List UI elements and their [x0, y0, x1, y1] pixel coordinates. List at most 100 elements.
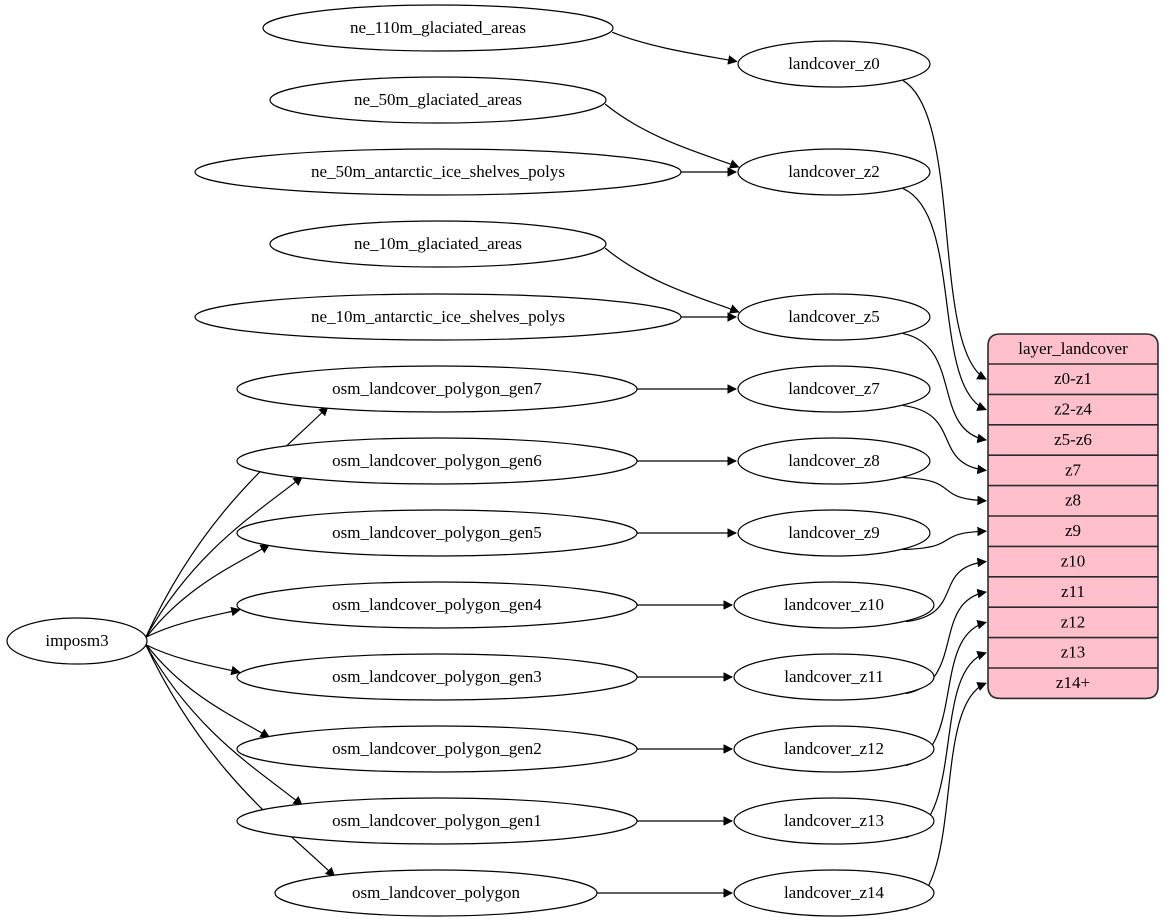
natural-earth-node-ne_50m_antarctic_ice_shelves_polys[interactable]: ne_50m_antarctic_ice_shelves_polys: [194, 148, 682, 196]
table-row-label: z5-z6: [1054, 430, 1092, 449]
edge-imposm3-to-osm_landcover_polygon_gen3: [146, 644, 241, 676]
node-label: ne_110m_glaciated_areas: [350, 18, 526, 37]
node-ellipse: [737, 365, 931, 413]
table-row-label: z11: [1061, 582, 1085, 601]
natural-earth-node-ne_110m_glaciated_areas[interactable]: ne_110m_glaciated_areas: [262, 4, 614, 52]
landcover-layer-node-landcover_z14[interactable]: landcover_z14: [733, 869, 935, 917]
landcover-layer-node-landcover_z2[interactable]: landcover_z2: [737, 148, 931, 196]
edge-imposm3-to-osm_landcover_polygon_gen6: [145, 476, 303, 638]
natural-earth-node-ne_10m_antarctic_ice_shelves_polys[interactable]: ne_10m_antarctic_ice_shelves_polys: [194, 293, 682, 341]
node-ellipse: [733, 869, 935, 917]
node-label: imposm3: [45, 631, 108, 650]
table-title: layer_landcover: [1018, 339, 1128, 358]
landcover-layer-node-landcover_z0[interactable]: landcover_z0: [737, 40, 931, 88]
landcover-layer-node-landcover_z10[interactable]: landcover_z10: [733, 581, 935, 629]
table-row-label: z7: [1065, 460, 1082, 479]
node-ellipse: [236, 437, 638, 485]
osm-source-node-osm_landcover_polygon_gen5[interactable]: osm_landcover_polygon_gen5: [236, 509, 638, 557]
node-ellipse: [236, 797, 638, 845]
node-label: landcover_z7: [788, 379, 880, 398]
node-ellipse: [236, 581, 638, 629]
edge-layer: [145, 31, 987, 911]
table-row-label: z12: [1061, 612, 1086, 631]
node-label: landcover_z13: [784, 811, 884, 830]
table-row[interactable]: [988, 546, 1158, 576]
node-ellipse: [737, 148, 931, 196]
table-row-label: z9: [1065, 521, 1081, 540]
edge-imposm3-to-osm_landcover_polygon_gen2: [146, 644, 271, 738]
table-row[interactable]: [988, 607, 1158, 637]
node-label: landcover_z5: [788, 307, 880, 326]
node-label: ne_10m_antarctic_ice_shelves_polys: [311, 307, 565, 326]
landcover-layer-node-landcover_z13[interactable]: landcover_z13: [733, 797, 935, 845]
table-row[interactable]: [988, 577, 1158, 607]
table-row[interactable]: [988, 455, 1158, 485]
edge-landcover_z5-to-z5-z6: [902, 332, 987, 444]
edge-landcover_z8-to-z8: [903, 476, 987, 506]
node-layer: imposm3 ne_110m_glaciated_areas ne_50m_gla…: [6, 4, 935, 917]
osm-source-node-osm_landcover_polygon_gen3[interactable]: osm_landcover_polygon_gen3: [236, 653, 638, 701]
edge-ne_50m_glaciated_areas-to-landcover_z2: [604, 103, 740, 169]
landcover-layer-node-landcover_z9[interactable]: landcover_z9: [737, 509, 931, 557]
osm-source-node-osm_landcover_polygon[interactable]: osm_landcover_polygon: [274, 869, 598, 917]
node-ellipse: [737, 293, 931, 341]
node-ellipse: [269, 76, 607, 124]
landcover-layer-node-landcover_z7[interactable]: landcover_z7: [737, 365, 931, 413]
node-ellipse: [194, 148, 682, 196]
table-row[interactable]: [988, 668, 1158, 698]
node-label: landcover_z2: [788, 162, 880, 181]
natural-earth-node-ne_10m_glaciated_areas[interactable]: ne_10m_glaciated_areas: [269, 220, 607, 268]
osm-source-node-osm_landcover_polygon_gen4[interactable]: osm_landcover_polygon_gen4: [236, 581, 638, 629]
node-label: landcover_z12: [784, 739, 884, 758]
source-node-imposm3[interactable]: imposm3: [6, 617, 148, 665]
node-label: landcover_z11: [784, 667, 883, 686]
natural-earth-node-ne_50m_glaciated_areas[interactable]: ne_50m_glaciated_areas: [269, 76, 607, 124]
edge-landcover_z14-to-z14+: [905, 682, 987, 911]
landcover-layer-node-landcover_z11[interactable]: landcover_z11: [733, 653, 935, 701]
edge-imposm3-to-osm_landcover_polygon_gen1: [145, 644, 303, 806]
node-ellipse: [194, 293, 682, 341]
edge-ne_10m_glaciated_areas-to-landcover_z5: [604, 247, 740, 314]
edge-imposm3-to-osm_landcover_polygon_gen7: [145, 406, 329, 638]
table-row[interactable]: [988, 425, 1158, 455]
landcover-layer-node-landcover_z8[interactable]: landcover_z8: [737, 437, 931, 485]
table-row-label: z13: [1061, 643, 1086, 662]
table-row-label: z14+: [1056, 673, 1090, 692]
node-ellipse: [236, 509, 638, 557]
node-ellipse: [269, 220, 607, 268]
table-row[interactable]: [988, 486, 1158, 516]
layer-landcover-table: layer_landcoverz0-z1z2-z4z5-z6z7z8z9z10z…: [987, 333, 1159, 700]
edge-imposm3-to-osm_landcover_polygon: [145, 644, 336, 878]
edge-landcover_z0-to-z0-z1: [902, 80, 987, 380]
landcover-layer-node-landcover_z5[interactable]: landcover_z5: [737, 293, 931, 341]
node-ellipse: [274, 869, 598, 917]
osm-source-node-osm_landcover_polygon_gen2[interactable]: osm_landcover_polygon_gen2: [236, 725, 638, 773]
edge-landcover_z2-to-z2-z4: [902, 188, 987, 411]
table-row[interactable]: [988, 516, 1158, 546]
node-ellipse: [236, 653, 638, 701]
osm-source-node-osm_landcover_polygon_gen1[interactable]: osm_landcover_polygon_gen1: [236, 797, 638, 845]
node-label: osm_landcover_polygon_gen1: [332, 811, 542, 830]
osm-source-node-osm_landcover_polygon_gen6[interactable]: osm_landcover_polygon_gen6: [236, 437, 638, 485]
node-label: osm_landcover_polygon_gen2: [332, 739, 542, 758]
node-label: landcover_z9: [788, 523, 880, 542]
node-ellipse: [733, 725, 935, 773]
node-ellipse: [6, 617, 148, 665]
node-label: landcover_z8: [788, 451, 880, 470]
table-row[interactable]: [988, 364, 1158, 394]
node-label: ne_50m_glaciated_areas: [354, 90, 522, 109]
node-label: osm_landcover_polygon_gen4: [332, 595, 542, 614]
table-row[interactable]: [988, 394, 1158, 424]
edge-imposm3-to-osm_landcover_polygon_gen5: [146, 544, 271, 638]
osm-source-node-osm_landcover_polygon_gen7[interactable]: osm_landcover_polygon_gen7: [236, 365, 638, 413]
node-label: landcover_z0: [788, 54, 880, 73]
landcover-layer-node-landcover_z12[interactable]: landcover_z12: [733, 725, 935, 773]
node-ellipse: [236, 725, 638, 773]
table-row[interactable]: [988, 638, 1158, 668]
node-label: landcover_z10: [784, 595, 884, 614]
table-row-label: z0-z1: [1054, 369, 1092, 388]
node-label: landcover_z14: [784, 883, 885, 902]
node-label: osm_landcover_polygon_gen5: [332, 523, 542, 542]
